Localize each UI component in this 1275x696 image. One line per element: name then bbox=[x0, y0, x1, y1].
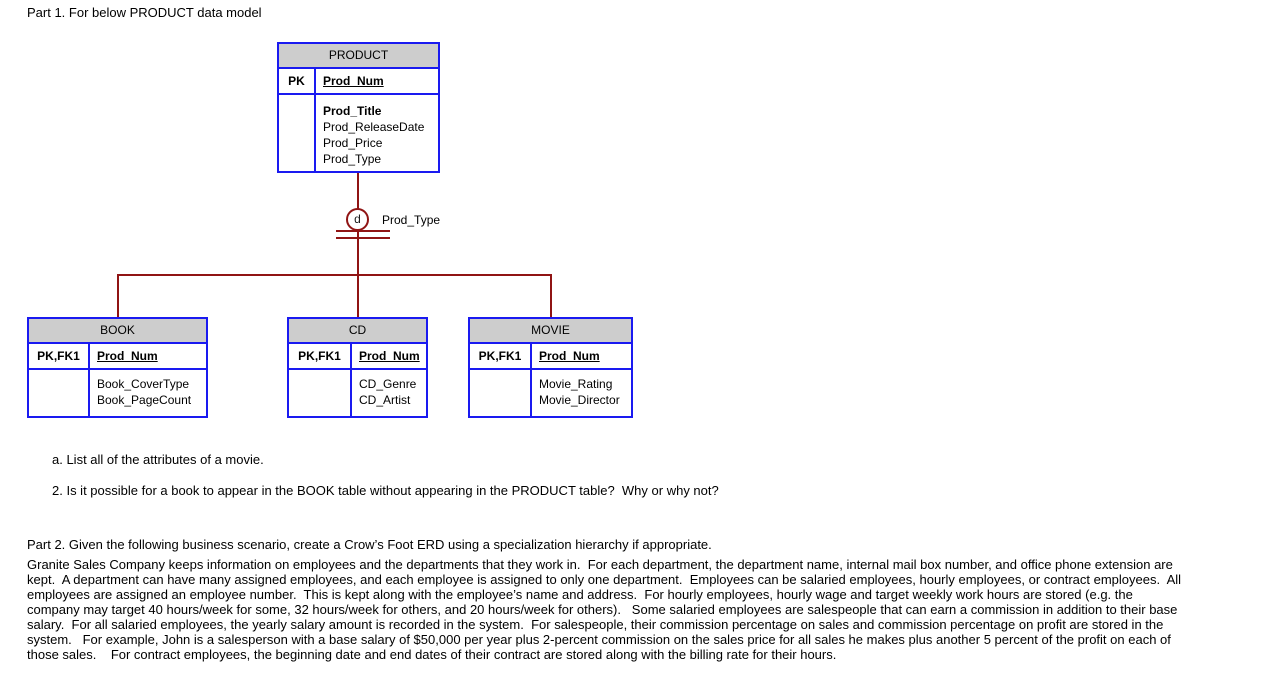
part2-paragraph: Granite Sales Company keeps information … bbox=[27, 557, 1181, 662]
paragraph-line: kept. A department can have many assigne… bbox=[27, 572, 1182, 587]
table-cd: CD PK,FK1 Prod_Num CD_Genre CD_Artist bbox=[287, 317, 428, 418]
pk-label: PK bbox=[279, 69, 316, 93]
empty-key-cell bbox=[289, 370, 352, 416]
specialization-discriminator-label: Prod_Type bbox=[382, 213, 441, 227]
attribute: Prod_ReleaseDate bbox=[323, 120, 425, 134]
connector-to-book bbox=[117, 274, 119, 317]
part2-title: Part 2. Given the following business sce… bbox=[27, 537, 712, 552]
attribute: Prod_Title bbox=[323, 104, 382, 118]
empty-key-cell bbox=[279, 95, 316, 171]
attribute-list: Prod_Title Prod_ReleaseDate Prod_Price P… bbox=[316, 95, 438, 171]
paragraph-line: Granite Sales Company keeps information … bbox=[27, 557, 1173, 572]
connector-branch-horizontal bbox=[117, 274, 552, 276]
paragraph-line: company may target 40 hours/week for som… bbox=[27, 602, 1178, 617]
attribute: CD_Genre bbox=[359, 377, 417, 391]
attribute-list: Movie_Rating Movie_Director bbox=[532, 370, 631, 416]
pk-label: PK,FK1 bbox=[470, 344, 532, 368]
paragraph-line: system. For example, John is a salespers… bbox=[27, 632, 1171, 647]
table-row: PK,FK1 Prod_Num bbox=[29, 344, 206, 370]
completeness-bar-top bbox=[336, 230, 390, 232]
paragraph-line: those sales. For contract employees, the… bbox=[27, 647, 837, 662]
table-row: Movie_Rating Movie_Director bbox=[470, 370, 631, 416]
table-row: Book_CoverType Book_PageCount bbox=[29, 370, 206, 416]
attribute: Movie_Director bbox=[539, 393, 620, 407]
attribute: Prod_Type bbox=[323, 152, 382, 166]
table-movie-title: MOVIE bbox=[470, 319, 631, 344]
table-row: PK Prod_Num bbox=[279, 69, 438, 95]
pk-attribute: Prod_Num bbox=[359, 349, 420, 363]
disjoint-symbol: d bbox=[354, 212, 361, 226]
attribute-list: CD_Genre CD_Artist bbox=[352, 370, 426, 416]
completeness-bar-bottom bbox=[336, 237, 390, 239]
question-a: a. List all of the attributes of a movie… bbox=[52, 452, 264, 467]
part1-title: Part 1. For below PRODUCT data model bbox=[27, 5, 262, 20]
attribute-list: Book_CoverType Book_PageCount bbox=[90, 370, 206, 416]
pk-attribute: Prod_Num bbox=[97, 349, 158, 363]
table-row: PK,FK1 Prod_Num bbox=[470, 344, 631, 370]
attribute: Movie_Rating bbox=[539, 377, 613, 391]
table-movie: MOVIE PK,FK1 Prod_Num Movie_Rating Movie… bbox=[468, 317, 633, 418]
table-row: PK,FK1 Prod_Num bbox=[289, 344, 426, 370]
empty-key-cell bbox=[470, 370, 532, 416]
attribute: Prod_Price bbox=[323, 136, 383, 150]
connector-to-cd bbox=[357, 274, 359, 317]
table-cd-title: CD bbox=[289, 319, 426, 344]
connector-to-movie bbox=[550, 274, 552, 317]
table-row: Prod_Title Prod_ReleaseDate Prod_Price P… bbox=[279, 95, 438, 171]
question-2: 2. Is it possible for a book to appear i… bbox=[52, 483, 719, 498]
table-product-title: PRODUCT bbox=[279, 44, 438, 69]
table-row: CD_Genre CD_Artist bbox=[289, 370, 426, 416]
attribute: Book_CoverType bbox=[97, 377, 190, 391]
table-product: PRODUCT PK Prod_Num Prod_Title Prod_Rele… bbox=[277, 42, 440, 173]
table-book-title: BOOK bbox=[29, 319, 206, 344]
attribute: CD_Artist bbox=[359, 393, 411, 407]
empty-key-cell bbox=[29, 370, 90, 416]
pk-label: PK,FK1 bbox=[289, 344, 352, 368]
pk-attribute: Prod_Num bbox=[539, 349, 600, 363]
connector-product-to-circle bbox=[357, 173, 359, 209]
disjoint-circle: d bbox=[346, 208, 369, 231]
paragraph-line: employees are assigned an employee numbe… bbox=[27, 587, 1133, 602]
pk-attribute: Prod_Num bbox=[323, 74, 384, 88]
attribute: Book_PageCount bbox=[97, 393, 192, 407]
connector-circle-to-branch bbox=[357, 229, 359, 275]
paragraph-line: salary. For all salaried employees, the … bbox=[27, 617, 1164, 632]
pk-label: PK,FK1 bbox=[29, 344, 90, 368]
table-book: BOOK PK,FK1 Prod_Num Book_CoverType Book… bbox=[27, 317, 208, 418]
